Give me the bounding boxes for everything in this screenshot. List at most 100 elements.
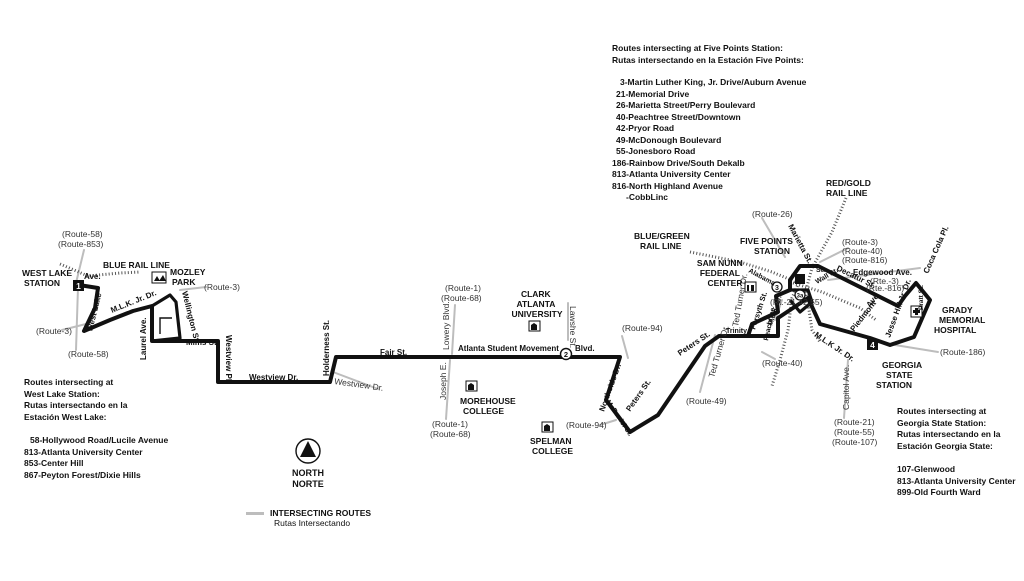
- federal-building-icon: [744, 281, 757, 293]
- tag-route-21-55-107: (Route-21) (Route-55) (Route-107): [832, 417, 878, 447]
- street-fair: Fair St.: [380, 348, 407, 357]
- blue-rail-line-label: BLUE RAIL LINE: [103, 260, 170, 270]
- street-trinity: Trinity: [726, 328, 747, 335]
- tag-route-1-68-south: (Route-1) (Route-68): [430, 419, 471, 439]
- street-wellington: Wellington St.: [180, 290, 202, 344]
- street-westview-dr: Westview Dr.: [249, 373, 298, 382]
- rail-blue-green-east: [789, 280, 877, 322]
- grey-route-94-north: [621, 335, 629, 359]
- grey-route-3-40-816: [819, 247, 849, 263]
- street-laurel: Laurel Ave.: [139, 317, 148, 360]
- west-lake-route-item: 867-Peyton Forest/Dixie Hills: [24, 469, 141, 480]
- five-points-route-item: 55-Jonesboro Road: [616, 146, 696, 156]
- west-lake-station-label: WEST LAKE STATION: [22, 268, 74, 288]
- five-points-route-item: -CobbLinc: [626, 192, 669, 202]
- north-arrow-label: NORTH NORTE: [286, 468, 330, 490]
- street-edgewood: Edgewood Ave.: [853, 268, 912, 277]
- grey-route-26: [761, 217, 786, 258]
- svg-text:3a: 3a: [797, 294, 804, 300]
- legend-line-1: INTERSECTING ROUTES: [270, 508, 372, 518]
- georgia-state-route-item: 813-Atlanta University Center: [897, 475, 1016, 486]
- tag-route-3-40-816: (Route-3) (Route-40) (Route-816): [842, 237, 888, 265]
- five-points-title-es: Rutas intersectando en la Estación Five …: [612, 54, 804, 65]
- five-points-route-item: 26-Marietta Street/Perry Boulevard: [616, 100, 756, 110]
- grey-route-3-mozley: [179, 286, 207, 291]
- five-points-route-item: 49-McDonough Boulevard: [616, 134, 722, 145]
- stop-2-marker: 2: [559, 347, 573, 361]
- grady-hospital-label: GRADY MEMORIAL HOSPITAL: [934, 305, 988, 335]
- west-lake-title-line: Estación West Lake:: [24, 411, 107, 422]
- svg-text:3: 3: [775, 285, 779, 292]
- hospital-icon: [910, 305, 923, 318]
- five-points-title-en: Routes intersecting at Five Points Stati…: [612, 43, 783, 53]
- street-capitol: Capitol Ave.: [841, 365, 851, 410]
- georgia-state-title-line: Routes intersecting at: [897, 406, 987, 416]
- rail-red-gold-south: [770, 279, 802, 387]
- sam-nunn-label: SAM NUNN FEDERAL CENTER: [697, 258, 745, 288]
- spelman-building-icon: [541, 421, 554, 433]
- west-lake-route-item: 853-Center Hill: [24, 458, 84, 468]
- grey-route-186: [894, 344, 939, 353]
- georgia-state-title-line: Estación Georgia State:: [897, 440, 993, 451]
- tag-route-58-south: (Route-58): [68, 349, 109, 359]
- station-georgia-state-marker: 4: [867, 339, 878, 350]
- morehouse-label: MOREHOUSE COLLEGE: [460, 396, 518, 416]
- tag-route-26: (Route-26): [752, 209, 793, 219]
- tag-route-186: (Route-186): [940, 347, 986, 357]
- tag-route-94-south: (Route-94): [566, 420, 607, 430]
- west-lake-title-line: Rutas intersectando en la: [24, 400, 128, 410]
- grey-route-49: [699, 334, 716, 393]
- five-points-station-label: FIVE POINTS STATION: [740, 236, 795, 256]
- morehouse-building-icon: [465, 380, 478, 392]
- street-peters-lower: Peters St.: [624, 378, 653, 413]
- street-mlk-east: M.L.K Jr. Dr.: [813, 330, 856, 363]
- georgia-state-title-line: Georgia State Station:: [897, 417, 987, 428]
- street-st: St.: [816, 267, 825, 274]
- rail-lines: [59, 197, 877, 387]
- svg-text:2: 2: [564, 350, 568, 359]
- north-label-es: NORTE: [292, 479, 324, 489]
- georgia-state-info: Routes intersecting at Georgia State Sta…: [897, 406, 1016, 499]
- grey-route-capitol: [843, 359, 849, 419]
- grey-route-40: [761, 351, 776, 360]
- street-coca-cola: Coca Cola Pl.: [922, 224, 951, 274]
- five-points-route-item: 816-North Highland Avenue: [612, 180, 723, 191]
- five-points-route-item: 21-Memorial Drive: [616, 88, 690, 99]
- street-west-lake-ave-top: Ave.: [84, 272, 101, 281]
- west-lake-title-line: West Lake Station:: [24, 388, 100, 399]
- north-label-en: NORTH: [292, 468, 324, 478]
- svg-text:1: 1: [76, 281, 81, 291]
- legend-line-2: Rutas Intersectando: [274, 518, 351, 528]
- georgia-state-title-line: Rutas intersectando en la: [897, 429, 1001, 439]
- street-blvd: Blvd.: [575, 344, 595, 353]
- five-points-route-item: 3-Martin Luther King, Jr. Drive/Auburn A…: [620, 77, 807, 87]
- blue-green-rail-label: BLUE/GREEN RAIL LINE: [634, 231, 692, 251]
- inner-loop-arrow: [159, 317, 172, 334]
- grey-route-1-south: [445, 359, 451, 420]
- tag-route-40: (Route-40): [762, 358, 803, 368]
- grey-route-westview-ext: [332, 371, 379, 390]
- five-points-route-item: 42-Pryor Road: [616, 123, 675, 133]
- grey-route-94-south: [599, 419, 617, 426]
- street-mims: Mims St.: [186, 338, 219, 347]
- wellington-loop: [151, 293, 182, 343]
- grey-route-3-west: [61, 323, 87, 331]
- five-points-info: Routes intersecting at Five Points Stati…: [612, 43, 806, 204]
- spelman-label: SPELMAN COLLEGE: [530, 436, 574, 456]
- svg-text:4: 4: [870, 340, 875, 350]
- legend-intersecting-swatch: [246, 512, 264, 515]
- five-points-route-item: 186-Rainbow Drive/South Dekalb: [612, 157, 745, 168]
- rail-blue-green: [689, 250, 797, 284]
- street-joseph-e: Joseph E.: [438, 362, 448, 400]
- tag-route-58-853: (Route-58) (Route-853): [58, 229, 105, 249]
- street-west-lake-ave-bottom: West Lake: [85, 292, 103, 333]
- street-holderness: Holderness St.: [322, 320, 331, 376]
- street-lawshe: Lawshe St.: [568, 306, 578, 348]
- west-lake-title-line: Routes intersecting at: [24, 377, 114, 387]
- west-lake-info: Routes intersecting at West Lake Station…: [24, 377, 168, 481]
- station-west-lake-marker: 1: [73, 280, 84, 291]
- georgia-state-station-label: GEORGIA STATE STATION: [876, 360, 924, 390]
- tag-route-49: (Route-49): [686, 396, 727, 406]
- clark-atlanta-label: CLARK ATLANTA UNIVERSITY: [511, 289, 562, 319]
